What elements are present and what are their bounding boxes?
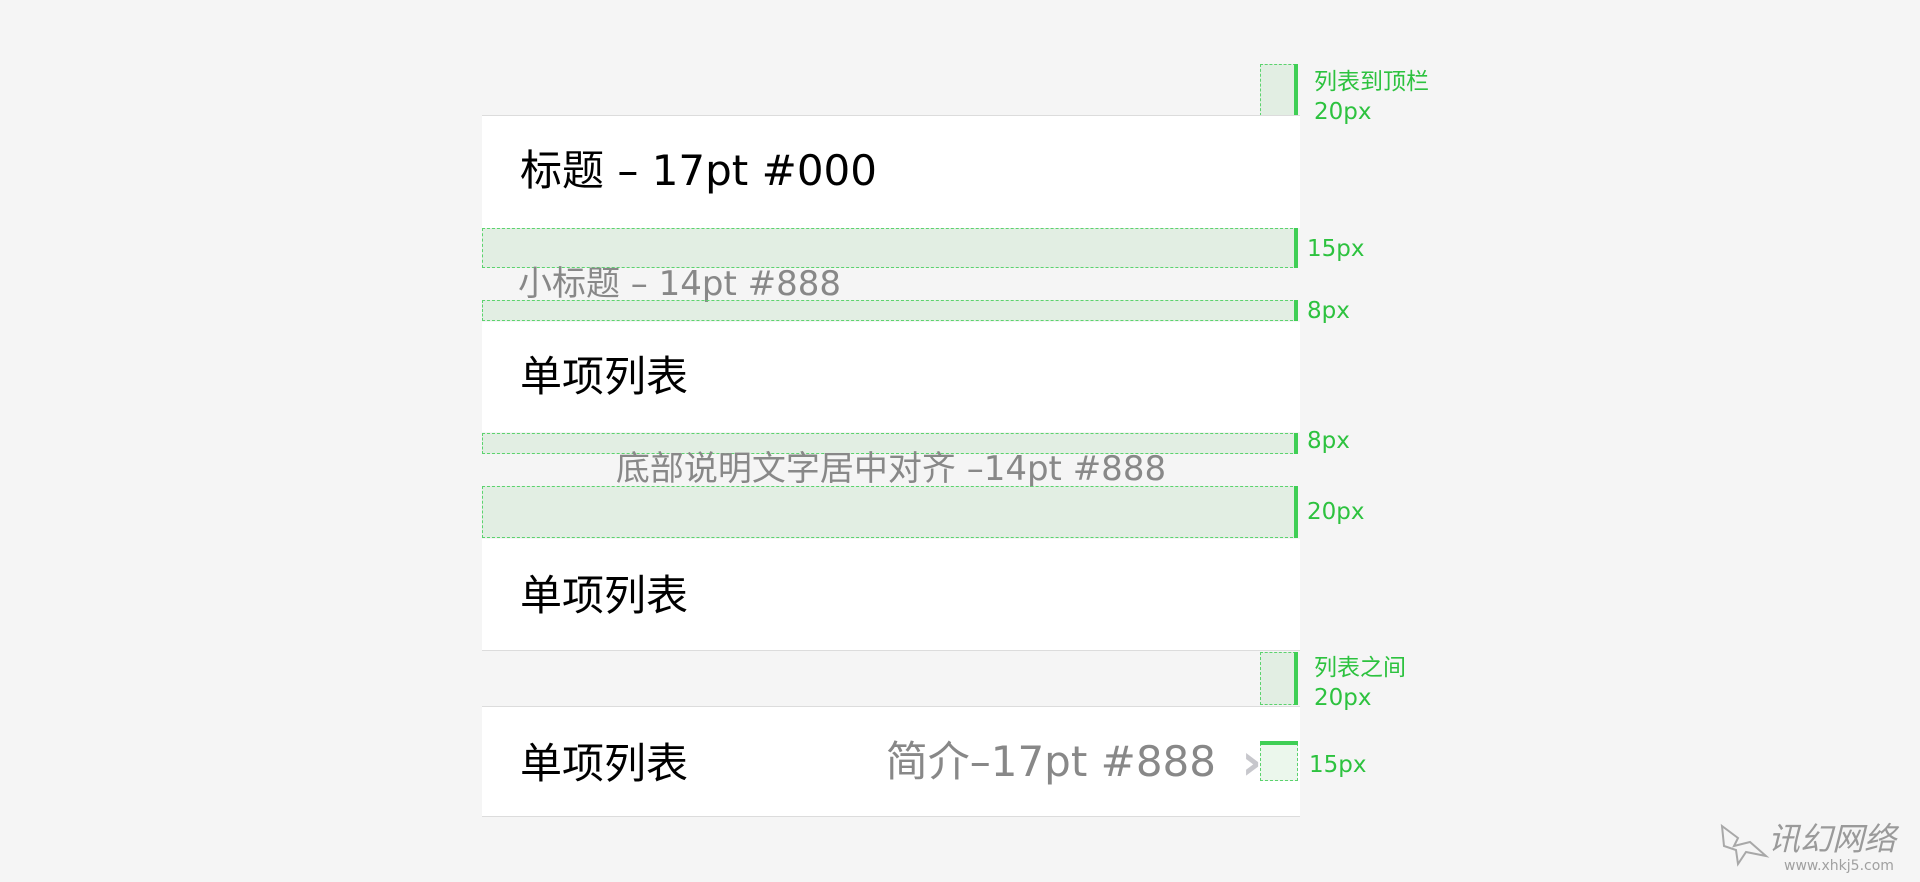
gap-20-label: 20px <box>1307 499 1365 525</box>
gap-8a-label: 8px <box>1307 298 1350 324</box>
right-15-label: 15px <box>1309 752 1367 778</box>
list-item-3-top-border <box>482 706 1300 707</box>
watermark: 讯幻网络 www.xhkj5.com <box>1716 812 1916 878</box>
topbar-gap-box <box>1260 64 1296 116</box>
gap-8b-label: 8px <box>1307 428 1350 454</box>
topbar-gap-label-line1: 列表到顶栏 <box>1314 69 1429 95</box>
topbar-gap-label: 列表到顶栏 20px <box>1314 68 1429 128</box>
chevron-right-icon: › <box>1241 733 1262 791</box>
right-15-box <box>1260 743 1298 781</box>
title-top-border <box>482 115 1300 116</box>
between-lists-box <box>1260 652 1296 705</box>
list-item-2-bottom-border <box>482 650 1300 651</box>
gap-20-box <box>482 486 1298 538</box>
topbar-gap-label-line2: 20px <box>1314 98 1372 125</box>
list-item-3-bottom-border <box>482 816 1300 817</box>
gap-20-bar <box>1294 486 1298 538</box>
list-item-1-label: 单项列表 <box>520 352 689 401</box>
gap-15-box <box>482 228 1298 268</box>
footnote-text: 底部说明文字居中对齐 –14pt #888 <box>615 449 1167 489</box>
list-item-3-label: 单项列表 <box>520 739 689 788</box>
between-lists-label-line1: 列表之间 <box>1314 655 1406 681</box>
list-item-3-detail: 简介–17pt #888 <box>885 737 1216 786</box>
between-lists-label-line2: 20px <box>1314 684 1372 711</box>
list-item-2-label: 单项列表 <box>520 571 689 620</box>
title-text: 标题 – 17pt #000 <box>520 146 877 195</box>
title-cell: 标题 – 17pt #000 <box>482 116 1300 228</box>
between-lists-label: 列表之间 20px <box>1314 654 1406 714</box>
between-lists-bar <box>1294 652 1298 705</box>
subtitle-text: 小标题 – 14pt #888 <box>518 264 841 304</box>
gap-8a-bar <box>1294 300 1298 321</box>
list-item-3[interactable]: 单项列表 简介–17pt #888 › <box>482 707 1300 816</box>
gap-15-bar <box>1294 228 1298 268</box>
right-15-bar <box>1260 741 1298 745</box>
gap-8a-box <box>482 300 1298 321</box>
list-item-2[interactable]: 单项列表 <box>482 539 1300 650</box>
list-item-1[interactable]: 单项列表 <box>482 322 1300 432</box>
gap-8b-bar <box>1294 433 1298 454</box>
topbar-gap-bar <box>1294 64 1298 116</box>
bird-logo-icon <box>1720 823 1770 867</box>
gap-15-label: 15px <box>1307 236 1365 262</box>
watermark-brand: 讯幻网络 <box>1768 820 1897 858</box>
watermark-url: www.xhkj5.com <box>1784 858 1894 874</box>
